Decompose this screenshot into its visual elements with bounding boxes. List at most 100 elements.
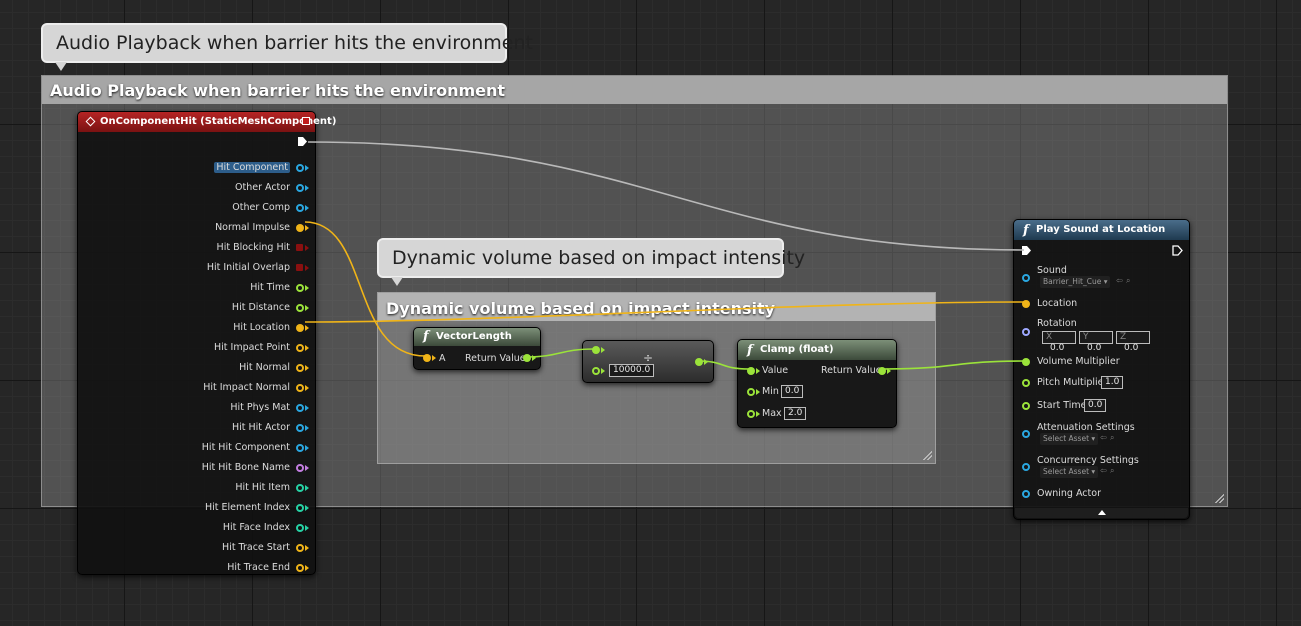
pin-arrow-icon [305, 565, 309, 571]
event-exec-out-pin-icon[interactable] [297, 136, 308, 147]
divide-input-b-pin[interactable] [592, 367, 600, 375]
divide-output-pin[interactable] [695, 358, 703, 366]
event-pin-label-12: Hit Phys Mat [230, 402, 290, 413]
rotation-y-input[interactable]: Y 0.0 [1079, 331, 1113, 353]
inner-comment-resize-handle[interactable] [922, 450, 932, 460]
clamp-title[interactable]: f Clamp (float) [738, 340, 896, 360]
play-sound-title[interactable]: f Play Sound at Location [1014, 220, 1189, 240]
attenuation-settings-pin[interactable] [1022, 430, 1030, 438]
outer-comment-resize-handle[interactable] [1214, 493, 1224, 503]
event-pin-label-9: Hit Impact Point [214, 342, 290, 353]
inner-comment-bubble[interactable]: Dynamic volume based on impact intensity [377, 238, 805, 286]
start-time-input[interactable]: 0.0 [1084, 399, 1107, 412]
concurrency-asset-picker[interactable]: Select Asset ▾ [1040, 466, 1099, 478]
divide-divisor-input[interactable]: 10000.0 [609, 364, 655, 377]
start-time-label: Start Time [1037, 400, 1087, 411]
event-pin-label-14: Hit Hit Component [201, 442, 290, 453]
clamp-max-pin[interactable] [747, 410, 755, 418]
event-pin-19[interactable] [296, 544, 304, 552]
clamp-min-input[interactable]: 0.0 [781, 385, 804, 398]
event-pin-11[interactable] [296, 384, 304, 392]
collapse-advanced-pins-button[interactable] [1015, 508, 1188, 518]
event-pin-label-17: Hit Element Index [204, 502, 290, 513]
use-selected-arrow-icon[interactable]: ⇦ [1116, 276, 1123, 285]
collapse-arrow-icon [1098, 510, 1106, 515]
use-selected-arrow-icon[interactable]: ⇦ [1100, 466, 1107, 475]
event-pin-15[interactable] [296, 464, 304, 472]
event-pin-6[interactable] [296, 284, 304, 292]
pin-arrow-icon [756, 411, 760, 417]
volume-multiplier-label: Volume Multiplier [1037, 356, 1120, 367]
on-component-hit-title-text: OnComponentHit (StaticMeshComponent) [100, 116, 337, 127]
vector-length-node[interactable]: f VectorLength A Return Value [413, 327, 541, 370]
event-pin-16[interactable] [296, 484, 304, 492]
event-pin-9[interactable] [296, 344, 304, 352]
browse-search-icon[interactable]: ⌕ [1126, 276, 1131, 285]
rotation-pin[interactable] [1022, 328, 1030, 336]
sound-pin[interactable] [1022, 274, 1030, 282]
event-pin-8[interactable] [296, 324, 304, 332]
on-component-hit-node[interactable]: OnComponentHit (StaticMeshComponent) Hit… [77, 111, 336, 575]
inner-comment-header[interactable]: Dynamic volume based on impact intensity [378, 293, 935, 321]
pitch-multiplier-pin[interactable] [1022, 379, 1030, 387]
clamp-value-pin[interactable] [747, 367, 755, 375]
pin-arrow-icon [305, 165, 309, 171]
event-pin-18[interactable] [296, 524, 304, 532]
outer-comment-header[interactable]: Audio Playback when barrier hits the env… [42, 76, 1227, 104]
divide-input-a-pin[interactable] [592, 346, 600, 354]
use-selected-arrow-icon[interactable]: ⇦ [1100, 433, 1107, 442]
pitch-multiplier-input[interactable]: 1.0 [1101, 376, 1124, 389]
sound-asset-picker[interactable]: Barrier_Hit_Cue ▾ [1040, 276, 1111, 288]
attenuation-asset-name: Select Asset [1043, 434, 1090, 443]
rotation-x-input[interactable]: X 0.0 [1042, 331, 1076, 353]
concurrency-settings-pin[interactable] [1022, 463, 1030, 471]
event-pin-1[interactable] [296, 184, 304, 192]
event-pin-17[interactable] [296, 504, 304, 512]
outer-comment-bubble[interactable]: Audio Playback when barrier hits the env… [41, 23, 533, 71]
clamp-return-pin[interactable] [878, 367, 886, 375]
volume-multiplier-pin[interactable] [1022, 358, 1030, 366]
location-pin[interactable] [1022, 300, 1030, 308]
clamp-float-node[interactable]: f Clamp (float) Value Return Value Min 0… [737, 339, 897, 428]
divide-node[interactable]: 10000.0 ÷ [582, 340, 714, 383]
clamp-max-input[interactable]: 2.0 [784, 407, 807, 420]
event-pin-label-16: Hit Hit Item [235, 482, 290, 493]
rotation-z-input[interactable]: Z 0.0 [1116, 331, 1150, 353]
start-time-pin[interactable] [1022, 402, 1030, 410]
event-pin-12[interactable] [296, 404, 304, 412]
pin-arrow-icon [532, 355, 536, 361]
play-sound-at-location-node[interactable]: f Play Sound at Location Sound Barrier_H… [1013, 219, 1190, 520]
on-component-hit-title[interactable]: OnComponentHit (StaticMeshComponent) [78, 112, 336, 132]
pin-arrow-icon [756, 368, 760, 374]
vector-length-a-pin[interactable] [423, 354, 431, 362]
attenuation-asset-picker[interactable]: Select Asset ▾ [1040, 433, 1099, 445]
event-pin-2[interactable] [296, 204, 304, 212]
pin-arrow-icon [601, 347, 605, 353]
event-pin-10[interactable] [296, 364, 304, 372]
event-pin-13[interactable] [296, 424, 304, 432]
event-pin-0[interactable] [296, 164, 304, 172]
pin-arrow-icon [305, 225, 309, 231]
event-pin-20[interactable] [296, 564, 304, 572]
play-sound-exec-out-pin-icon[interactable] [1172, 245, 1183, 256]
browse-search-icon[interactable]: ⌕ [1110, 433, 1115, 442]
play-sound-exec-in-pin-icon[interactable] [1021, 245, 1032, 256]
event-pin-7[interactable] [296, 304, 304, 312]
browse-search-icon[interactable]: ⌕ [1110, 466, 1115, 475]
vector-length-return-pin[interactable] [523, 354, 531, 362]
event-pin-4[interactable] [296, 244, 303, 251]
vector-length-title-text: VectorLength [436, 331, 512, 342]
clamp-min-pin[interactable] [747, 388, 755, 396]
pin-arrow-icon [305, 405, 309, 411]
vector-length-title[interactable]: f VectorLength [414, 328, 540, 346]
delegate-pin-icon[interactable] [302, 117, 310, 125]
owning-actor-pin[interactable] [1022, 490, 1030, 498]
event-pin-3[interactable] [296, 224, 304, 232]
event-pin-label-1: Other Actor [235, 182, 290, 193]
rotation-label: Rotation [1037, 318, 1077, 329]
pin-arrow-icon [305, 305, 309, 311]
sound-asset-name: Barrier_Hit_Cue [1043, 277, 1102, 286]
function-icon: f [1023, 223, 1029, 238]
event-pin-5[interactable] [296, 264, 303, 271]
event-pin-14[interactable] [296, 444, 304, 452]
